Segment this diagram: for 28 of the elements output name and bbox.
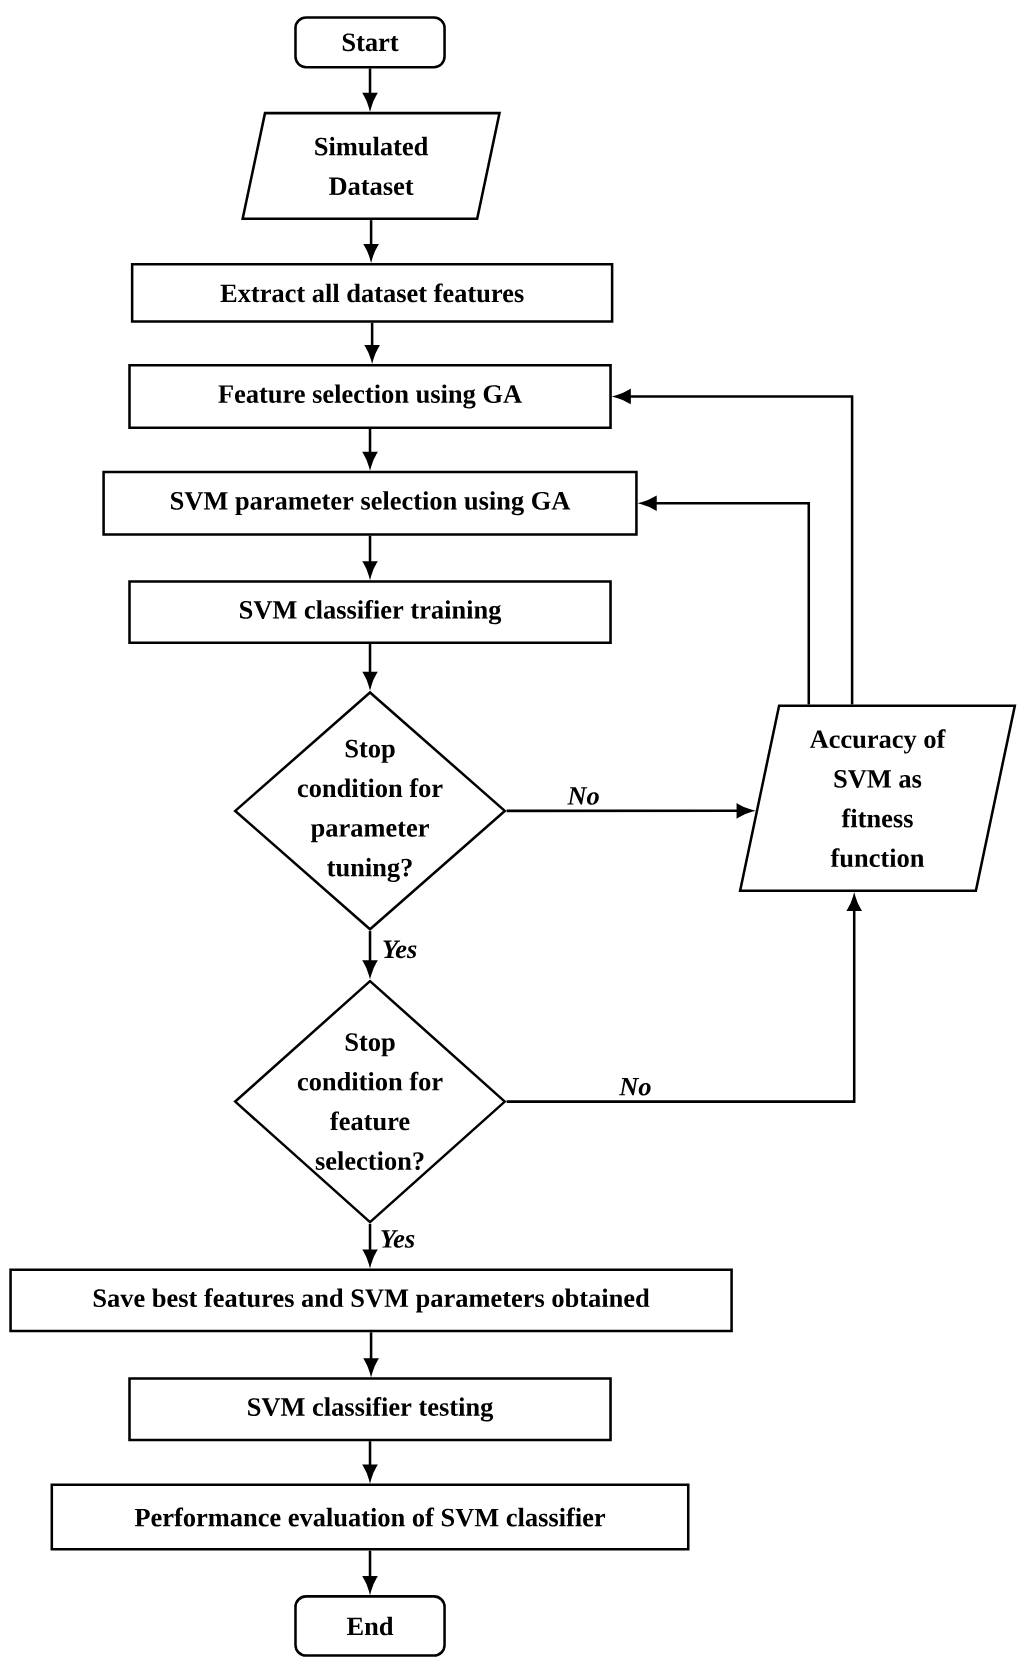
arrow [363, 68, 377, 109]
arrow [365, 322, 379, 361]
arrow [506, 895, 862, 1103]
process-box: Extract all dataset features [130, 263, 614, 323]
process-box: SVM classifier training [128, 580, 612, 645]
edge-label: Yes [381, 1230, 415, 1248]
edge-label: No [567, 787, 599, 805]
data-parallelogram: Simulated Dataset [241, 111, 502, 221]
process-box: Save best features and SVM parameters obtained [9, 1268, 733, 1333]
arrow [363, 1550, 377, 1592]
process-box: Performance evaluation of SVM classifier [50, 1483, 690, 1551]
arrow [363, 428, 377, 468]
process-box: SVM parameter selection using GA [102, 470, 638, 536]
arrow [363, 931, 377, 976]
process-box: SVM classifier testing [128, 1377, 612, 1442]
arrow [363, 535, 377, 577]
edge-label: Yes [383, 940, 417, 959]
data-parallelogram: Accuracy of SVM as fitness function [738, 704, 1017, 892]
arrow [364, 1332, 378, 1374]
arrow [363, 1223, 377, 1265]
process-box: Feature selection using GA [128, 364, 612, 429]
arrow [506, 804, 753, 818]
arrow [364, 220, 378, 260]
arrow [363, 644, 377, 688]
terminal-box: Start [294, 16, 446, 69]
terminal-box: End [294, 1595, 446, 1657]
arrow [363, 1441, 377, 1481]
edge-label: No [619, 1078, 651, 1096]
